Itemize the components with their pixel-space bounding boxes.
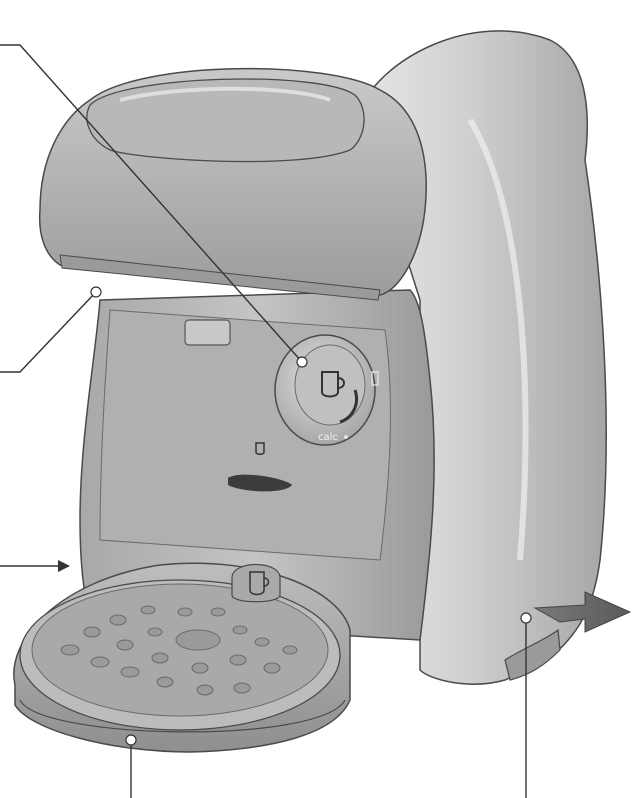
callout-drip-tray-dot [126, 735, 136, 745]
callout-cable-dot [521, 613, 531, 623]
drip-tray [14, 563, 350, 752]
callout-head-line [0, 292, 96, 372]
side-arrow-icon [58, 560, 70, 572]
callout-control-panel-dot [297, 357, 307, 367]
tray-handle [232, 565, 280, 602]
tray-center-hole [176, 630, 220, 650]
calc-indicator-icon [344, 435, 348, 439]
outlet-nozzle [185, 320, 230, 345]
calc-label: calc [318, 432, 338, 443]
callout-head-dot [91, 287, 101, 297]
lid [87, 79, 364, 162]
